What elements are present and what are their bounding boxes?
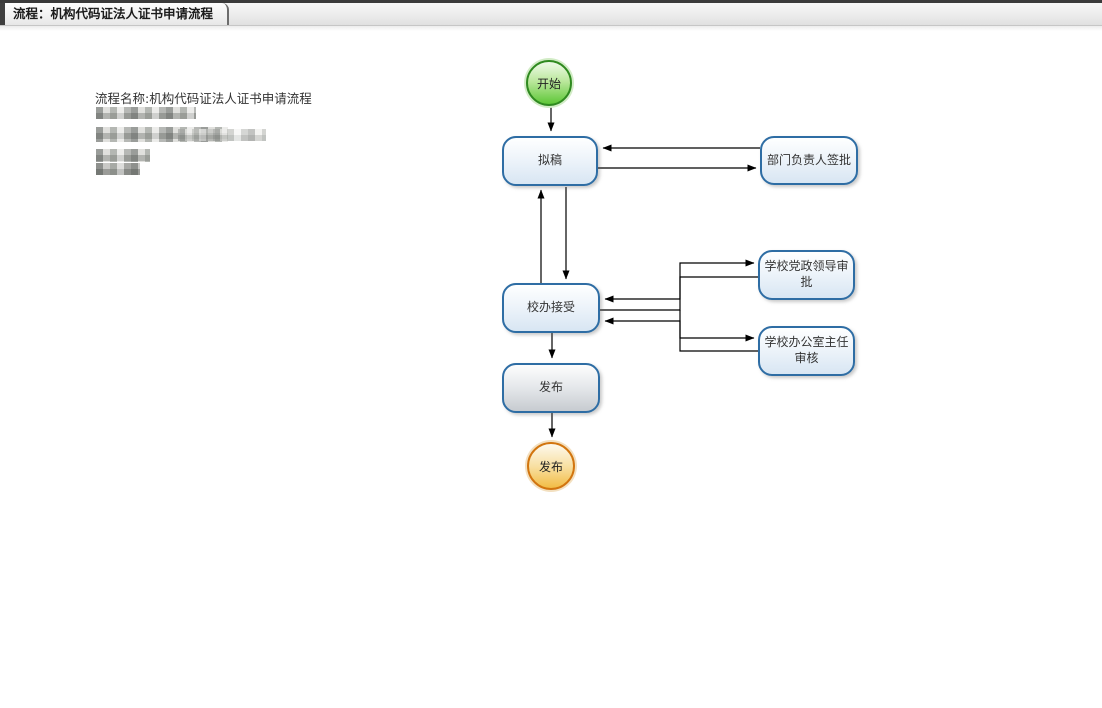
flow-node-school-office: 校办接受 (502, 283, 600, 333)
flow-node-school-office-label: 校办接受 (526, 300, 575, 315)
edge-school-office-to-office-director (679, 310, 755, 342)
edge-party-leaders-to-school-office (604, 276, 758, 303)
redacted-text-block (96, 107, 196, 119)
redacted-text-block (178, 129, 266, 141)
process-name-text: 流程名称:机构代码证法人证书申请流程 (95, 91, 312, 106)
flow-node-start-label: 开始 (536, 76, 561, 91)
edge-office-director-to-school-office (604, 317, 758, 352)
flow-node-dept-head: 部门负责人签批 (760, 136, 858, 185)
flow-node-draft: 拟稿 (502, 136, 598, 186)
flow-node-office-director: 学校办公室主任审核 (758, 326, 855, 376)
flow-node-publish: 发布 (502, 363, 600, 413)
tab-process[interactable]: 流程：机构代码证法人证书申请流程 (0, 3, 230, 25)
flow-node-start: 开始 (526, 60, 572, 106)
tab-label: 流程：机构代码证法人证书申请流程 (13, 6, 214, 21)
flow-node-office-director-label: 学校办公室主任审核 (764, 335, 849, 365)
tab-bar-shadow (0, 26, 1102, 31)
flow-node-dept-head-label: 部门负责人签批 (766, 152, 851, 167)
edge-school-office-to-party-leaders (600, 259, 755, 311)
flow-node-draft-label: 拟稿 (537, 153, 562, 168)
flow-node-end-label: 发布 (538, 459, 563, 474)
flow-node-party-leaders: 学校党政领导审批 (758, 250, 855, 300)
window-tab-bar: 流程：机构代码证法人证书申请流程 (0, 0, 1102, 26)
flow-node-end: 发布 (527, 442, 575, 490)
redacted-text-block (96, 163, 140, 175)
redacted-text-block (96, 149, 150, 162)
flow-node-party-leaders-label: 学校党政领导审批 (764, 259, 849, 289)
flow-node-publish-label: 发布 (538, 380, 563, 395)
